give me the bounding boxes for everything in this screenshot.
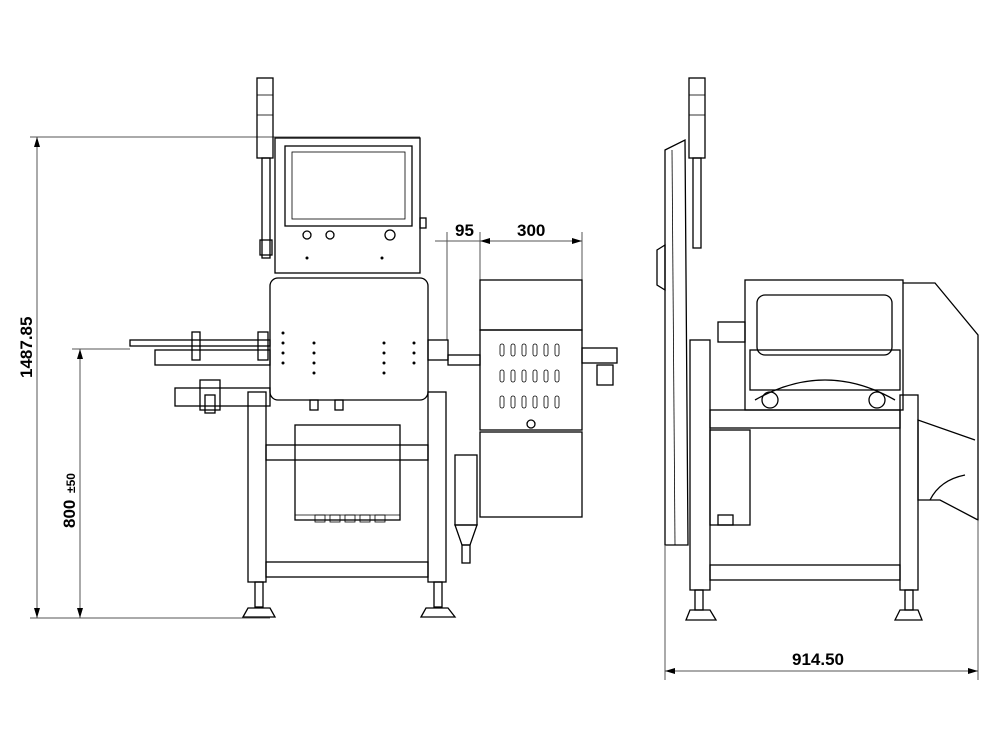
depth-dimension	[664, 520, 979, 680]
touch-screen	[284, 145, 413, 227]
total-depth-label: 914.50	[792, 650, 844, 669]
offset-label: 95	[455, 221, 474, 240]
width-dimension	[435, 232, 583, 340]
reject-unit	[427, 279, 618, 564]
weighing-body	[269, 277, 429, 411]
conveyor-tolerance-label: ±50	[64, 473, 78, 493]
infeed-conveyor	[129, 331, 271, 414]
signal-tower-side	[688, 77, 706, 249]
machine-frame	[241, 391, 457, 618]
cabinet-side	[664, 138, 689, 546]
control-cabinet	[274, 137, 427, 274]
height-dimension	[30, 136, 420, 619]
front-view: 1487.85 800 ±50 95 300	[17, 77, 618, 619]
total-height-label: 1487.85	[17, 317, 36, 378]
conveyor-height-label: 800	[60, 500, 79, 528]
side-view: 914.50	[656, 77, 979, 680]
reject-width-label: 300	[517, 221, 545, 240]
signal-tower	[256, 77, 274, 259]
